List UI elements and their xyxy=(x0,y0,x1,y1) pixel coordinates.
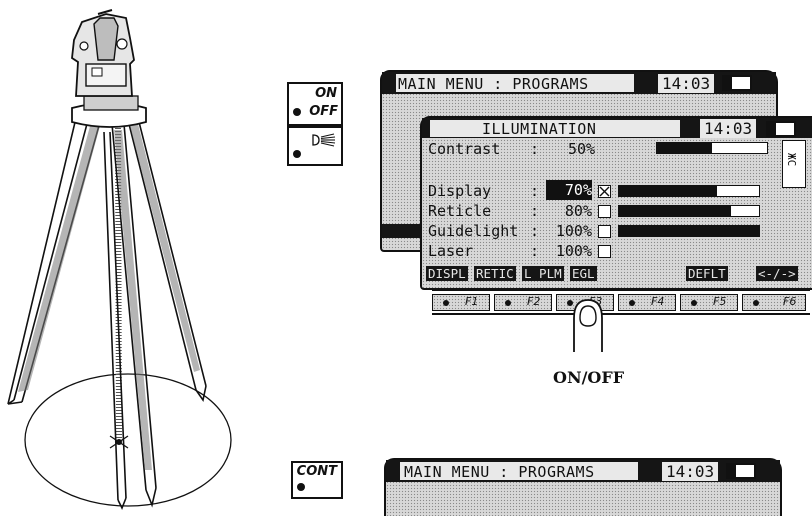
plumb-point-icon xyxy=(109,435,129,449)
battery-icon xyxy=(766,121,796,137)
softkey-displ[interactable]: DISPL xyxy=(426,266,468,281)
main-menu-title-bar: MAIN MENU : PROGRAMS 14:03 xyxy=(386,460,780,482)
softkey-l-plm[interactable]: L PLM xyxy=(522,266,564,281)
on-off-caption: ON/OFF xyxy=(553,368,625,387)
reticle-value[interactable]: 80% xyxy=(564,202,592,220)
on-off-key[interactable]: ON OFF xyxy=(287,82,343,126)
laser-checkbox[interactable] xyxy=(598,245,611,258)
main-menu-title: MAIN MENU : PROGRAMS xyxy=(404,463,595,481)
illumination-key[interactable] xyxy=(287,126,343,166)
cont-label: CONT xyxy=(296,464,337,479)
guidelight-value[interactable]: 100% xyxy=(555,222,592,240)
display-value[interactable]: 70% xyxy=(546,180,592,200)
battery-icon xyxy=(722,75,752,91)
clock: 14:03 xyxy=(700,119,757,138)
contrast-value: 50% xyxy=(568,140,596,158)
display-bar[interactable] xyxy=(618,185,760,197)
illumination-dialog: ILLUMINATION 14:03 ЖС Contrast : 50% Dis… xyxy=(420,116,812,290)
softkey-deflt[interactable]: DEFLT xyxy=(686,266,728,281)
contrast-label: Contrast xyxy=(428,140,501,158)
f6-key[interactable]: F6 xyxy=(742,294,806,311)
key-dot-icon xyxy=(293,108,301,116)
guidelight-checkbox[interactable] xyxy=(598,225,611,238)
illumination-title-bar: ILLUMINATION 14:03 xyxy=(422,118,812,138)
softkey-toggle[interactable]: <-/-> xyxy=(756,266,798,281)
illumination-title: ILLUMINATION xyxy=(482,120,597,138)
softkey-retic[interactable]: RETIC xyxy=(474,266,516,281)
main-menu-title: MAIN MENU : PROGRAMS xyxy=(398,75,589,93)
f5-key[interactable]: F5 xyxy=(680,294,738,311)
guidelight-bar[interactable] xyxy=(618,225,760,237)
reticle-label: Reticle xyxy=(428,202,492,220)
display-checkbox[interactable] xyxy=(598,185,611,198)
key-dot-icon xyxy=(293,150,301,158)
key-dot-icon xyxy=(297,483,305,491)
reticle-checkbox[interactable] xyxy=(598,205,611,218)
clock: 14:03 xyxy=(662,462,719,481)
softkey-bar: DISPL RETIC L PLM EGL DEFLT <-/-> xyxy=(426,266,812,281)
tripod-instrument-illustration xyxy=(7,9,232,510)
contrast-bar[interactable] xyxy=(656,142,768,154)
softkey-egl[interactable]: EGL xyxy=(570,266,597,281)
battery-icon xyxy=(726,463,756,479)
f2-key[interactable]: F2 xyxy=(494,294,552,311)
function-key-row: F1 F2 F3 F4 F5 F6 xyxy=(432,290,810,315)
lamp-icon xyxy=(312,133,336,147)
cont-key[interactable]: CONT xyxy=(291,461,343,499)
f1-key[interactable]: F1 xyxy=(432,294,490,311)
guidelight-label: Guidelight xyxy=(428,222,519,240)
side-icon: ЖС xyxy=(782,140,806,188)
main-menu-title-bar: MAIN MENU : PROGRAMS 14:03 xyxy=(382,72,776,94)
laser-label: Laser xyxy=(428,242,474,260)
finger-icon xyxy=(573,299,603,352)
f4-key[interactable]: F4 xyxy=(618,294,676,311)
clock: 14:03 xyxy=(658,74,715,93)
on-label: ON xyxy=(315,86,337,101)
laser-value[interactable]: 100% xyxy=(555,242,592,260)
off-label: OFF xyxy=(309,104,338,119)
main-menu-screen-bottom: MAIN MENU : PROGRAMS 14:03 xyxy=(384,458,782,516)
display-label: Display xyxy=(428,182,492,200)
reticle-bar[interactable] xyxy=(618,205,760,217)
